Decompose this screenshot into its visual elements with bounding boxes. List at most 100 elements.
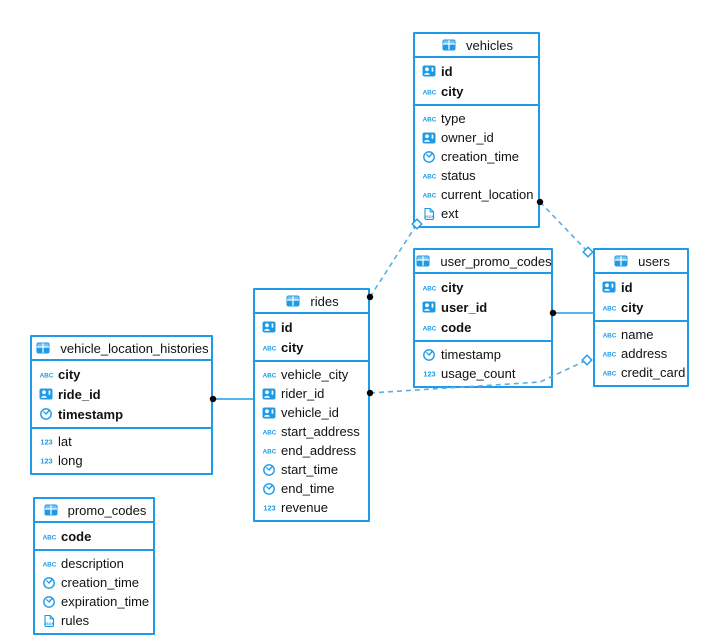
column-name: code bbox=[61, 528, 92, 544]
column-row-id[interactable]: id bbox=[255, 317, 368, 337]
column-name: status bbox=[441, 168, 476, 183]
column-row-vehicle_id[interactable]: vehicle_id bbox=[255, 403, 368, 422]
text-type-icon: ABC bbox=[600, 302, 618, 313]
table-header[interactable]: users bbox=[595, 250, 687, 274]
table-title: rides bbox=[310, 293, 339, 309]
svg-text:ABC: ABC bbox=[602, 352, 616, 359]
table-header[interactable]: promo_codes bbox=[35, 499, 153, 523]
svg-text:ABC: ABC bbox=[422, 285, 436, 292]
id-type-icon bbox=[420, 301, 438, 313]
svg-text:ABC: ABC bbox=[422, 325, 436, 332]
relation-diamond bbox=[581, 354, 593, 366]
column-row-id[interactable]: id bbox=[415, 61, 538, 81]
column-name: end_time bbox=[281, 481, 335, 496]
id-type-icon bbox=[37, 388, 55, 400]
column-name: code bbox=[441, 319, 472, 335]
id-type-icon bbox=[260, 388, 278, 400]
column-row-end_time[interactable]: end_time bbox=[255, 479, 368, 498]
table-title: user_promo_codes bbox=[440, 253, 552, 269]
id-type-icon bbox=[260, 407, 278, 419]
column-name: type bbox=[441, 111, 466, 126]
column-row-ext[interactable]: JSON ext bbox=[415, 204, 538, 223]
column-row-timestamp[interactable]: timestamp bbox=[415, 345, 551, 364]
json-type-icon: JSON bbox=[40, 614, 58, 628]
column-row-rules[interactable]: JSON rules bbox=[35, 611, 153, 630]
relation-rides-vehicles bbox=[369, 223, 418, 298]
column-name: long bbox=[58, 453, 83, 468]
table-icon bbox=[284, 295, 302, 307]
table-title: vehicle_location_histories bbox=[60, 340, 209, 356]
column-name: start_address bbox=[281, 424, 360, 439]
column-row-start_time[interactable]: start_time bbox=[255, 460, 368, 479]
column-row-type[interactable]: ABC type bbox=[415, 109, 538, 128]
column-name: revenue bbox=[281, 500, 328, 515]
column-name: creation_time bbox=[441, 149, 520, 164]
column-name: id bbox=[621, 279, 633, 295]
text-type-icon: ABC bbox=[600, 329, 618, 340]
column-name: lat bbox=[58, 434, 72, 449]
column-row-user_id[interactable]: user_id bbox=[415, 297, 551, 317]
column-name: credit_card bbox=[621, 365, 686, 380]
number-type-icon: 123 bbox=[37, 455, 55, 466]
column-row-status[interactable]: ABC status bbox=[415, 166, 538, 185]
svg-text:ABC: ABC bbox=[262, 449, 276, 456]
column-name: rules bbox=[61, 613, 90, 628]
svg-text:ABC: ABC bbox=[602, 333, 616, 340]
column-row-expiration_time[interactable]: expiration_time bbox=[35, 592, 153, 611]
column-name: expiration_time bbox=[61, 594, 150, 609]
column-name: name bbox=[621, 327, 654, 342]
column-row-rider_id[interactable]: rider_id bbox=[255, 384, 368, 403]
table-icon bbox=[34, 342, 52, 354]
column-row-id[interactable]: id bbox=[595, 277, 687, 297]
column-row-code[interactable]: ABC code bbox=[415, 317, 551, 337]
table-header[interactable]: rides bbox=[255, 290, 368, 314]
column-row-creation_time[interactable]: creation_time bbox=[35, 573, 153, 592]
text-type-icon: ABC bbox=[600, 348, 618, 359]
svg-text:ABC: ABC bbox=[39, 372, 53, 379]
column-row-timestamp[interactable]: timestamp bbox=[32, 404, 211, 424]
column-row-owner_id[interactable]: owner_id bbox=[415, 128, 538, 147]
column-row-creation_time[interactable]: creation_time bbox=[415, 147, 538, 166]
svg-text:ABC: ABC bbox=[422, 117, 436, 124]
id-type-icon bbox=[600, 281, 618, 293]
column-row-start_address[interactable]: ABC start_address bbox=[255, 422, 368, 441]
column-row-name[interactable]: ABC name bbox=[595, 325, 687, 344]
table-header[interactable]: vehicle_location_histories bbox=[32, 337, 211, 361]
svg-text:ABC: ABC bbox=[422, 174, 436, 181]
table-header[interactable]: vehicles bbox=[415, 34, 538, 58]
svg-text:ABC: ABC bbox=[262, 430, 276, 437]
column-name: vehicle_city bbox=[281, 367, 349, 382]
column-row-ride_id[interactable]: ride_id bbox=[32, 384, 211, 404]
svg-text:JSON: JSON bbox=[424, 215, 435, 219]
column-name: id bbox=[441, 63, 453, 79]
column-name: ext bbox=[441, 206, 459, 221]
svg-text:JSON: JSON bbox=[44, 622, 55, 626]
table-header[interactable]: user_promo_codes bbox=[415, 250, 552, 274]
relation-vehicles-users bbox=[539, 201, 589, 253]
